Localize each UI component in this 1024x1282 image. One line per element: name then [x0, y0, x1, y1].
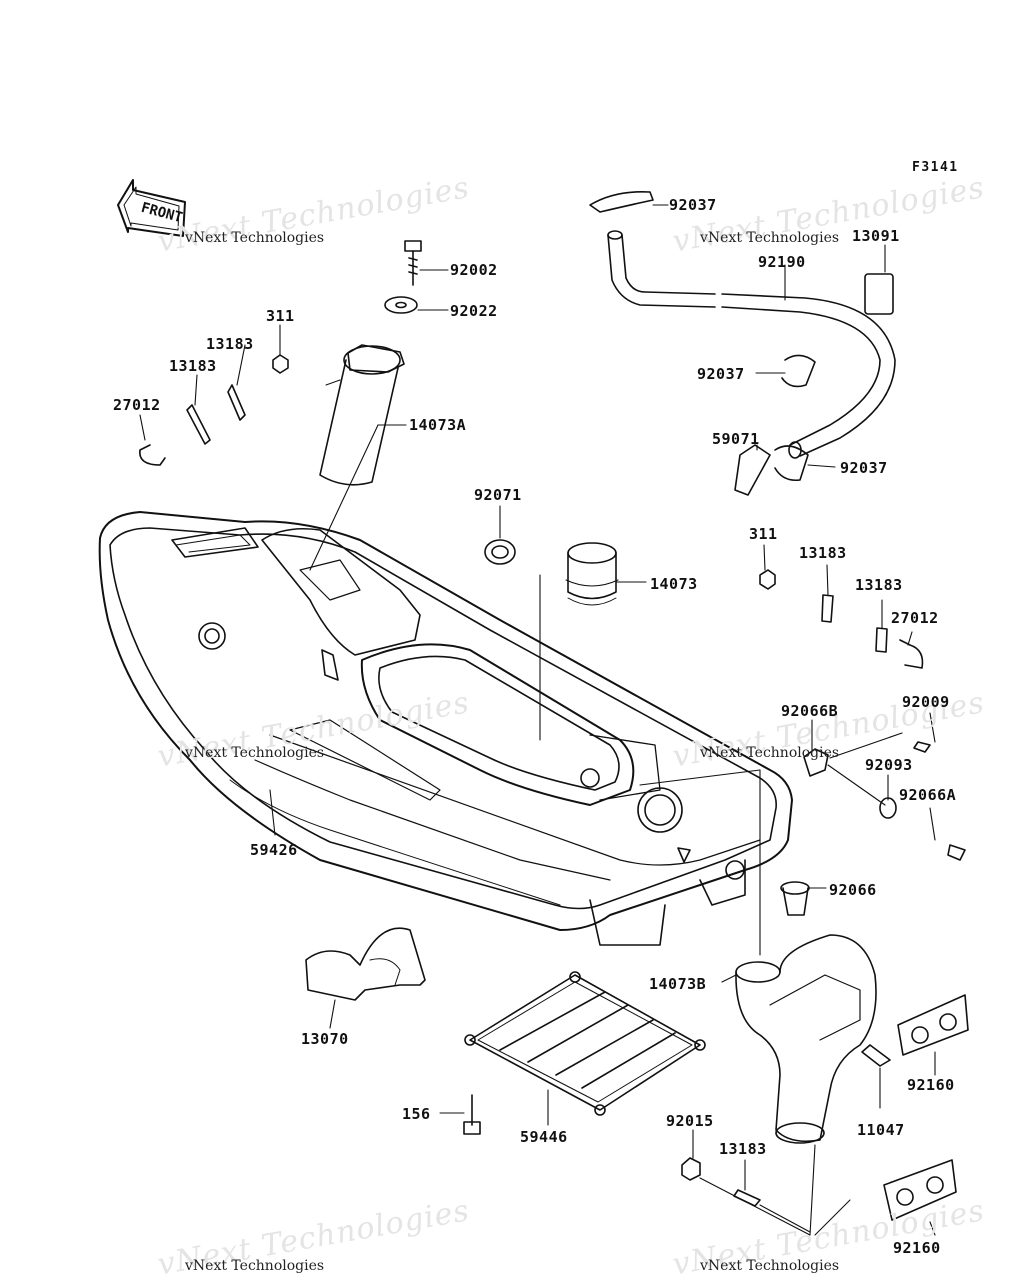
bolt-11047 [861, 1044, 891, 1067]
part-label: 13183 [719, 1140, 767, 1158]
part-label: 92066B [781, 702, 839, 720]
washer-92093 [879, 797, 897, 819]
ubolt-27012-left [139, 444, 166, 466]
part-label: 311 [266, 307, 295, 325]
plate-92160-b [883, 1159, 957, 1221]
front-label: FRONT [139, 200, 184, 226]
part-label: 11047 [857, 1121, 905, 1139]
nut-92015 [681, 1157, 701, 1181]
clamp-92037-mid [781, 354, 816, 388]
part-label: 27012 [891, 609, 939, 627]
bracket-13091 [864, 273, 894, 315]
part-label: 311 [749, 525, 778, 543]
bolt-156 [463, 1094, 481, 1135]
grate-59446 [464, 971, 706, 1116]
cap-92071 [484, 539, 516, 565]
part-label: 14073 [650, 575, 698, 593]
part-label: 14073B [649, 975, 707, 993]
part-label: 13183 [855, 576, 903, 594]
part-label: 13070 [301, 1030, 349, 1048]
part-label: 59071 [712, 430, 760, 448]
part-label: 92066A [899, 786, 957, 804]
part-label: 13183 [799, 544, 847, 562]
part-label: 92009 [902, 693, 950, 711]
clip-13183-left-b [186, 404, 211, 445]
part-label: 92037 [840, 459, 888, 477]
part-label: 92160 [907, 1076, 955, 1094]
bracket-13070 [305, 927, 426, 1001]
part-label: 59426 [250, 841, 298, 859]
figure-code: F3141 [912, 160, 959, 175]
pipe-14073 [565, 542, 619, 606]
part-label: 59446 [520, 1128, 568, 1146]
fastener-92066a [947, 844, 966, 861]
clamp-92037-low [774, 445, 809, 482]
part-label: 14073A [409, 416, 467, 434]
part-label: 92037 [669, 196, 717, 214]
fitting-59071 [734, 444, 771, 496]
grommet-92066 [780, 881, 810, 895]
bolt-92002 [404, 240, 422, 286]
part-label: 92002 [450, 261, 498, 279]
part-label: 92037 [697, 365, 745, 383]
hose-92190 [607, 230, 896, 459]
nut-311-left [272, 354, 289, 374]
clip-13183-left-a [227, 384, 246, 421]
front-arrow-icon: FRONT [117, 179, 186, 237]
clamp-92037-top [589, 190, 654, 213]
tank-14073b [735, 934, 877, 1144]
screw-92009 [913, 741, 931, 753]
clip-13183-right-a [821, 594, 834, 623]
plate-92160-a [897, 994, 969, 1056]
clip-13183-right-b [875, 627, 888, 653]
ubolt-27012-right [899, 639, 924, 669]
part-label: 92190 [758, 253, 806, 271]
part-label: 92015 [666, 1112, 714, 1130]
part-label: 13183 [169, 357, 217, 375]
hull-body [98, 511, 793, 946]
part-label: 156 [402, 1105, 431, 1123]
grommet-92066b [803, 748, 829, 777]
part-label: 92160 [893, 1239, 941, 1257]
nut-311-right [759, 569, 776, 590]
part-label: 92066 [829, 881, 877, 899]
part-label: 27012 [113, 396, 161, 414]
part-label: 92093 [865, 756, 913, 774]
filler-tube-14073a [319, 344, 405, 486]
part-label: 92022 [450, 302, 498, 320]
washer-92022 [384, 296, 418, 314]
part-label: 13091 [852, 227, 900, 245]
part-label: 92071 [474, 486, 522, 504]
part-label: 13183 [206, 335, 254, 353]
